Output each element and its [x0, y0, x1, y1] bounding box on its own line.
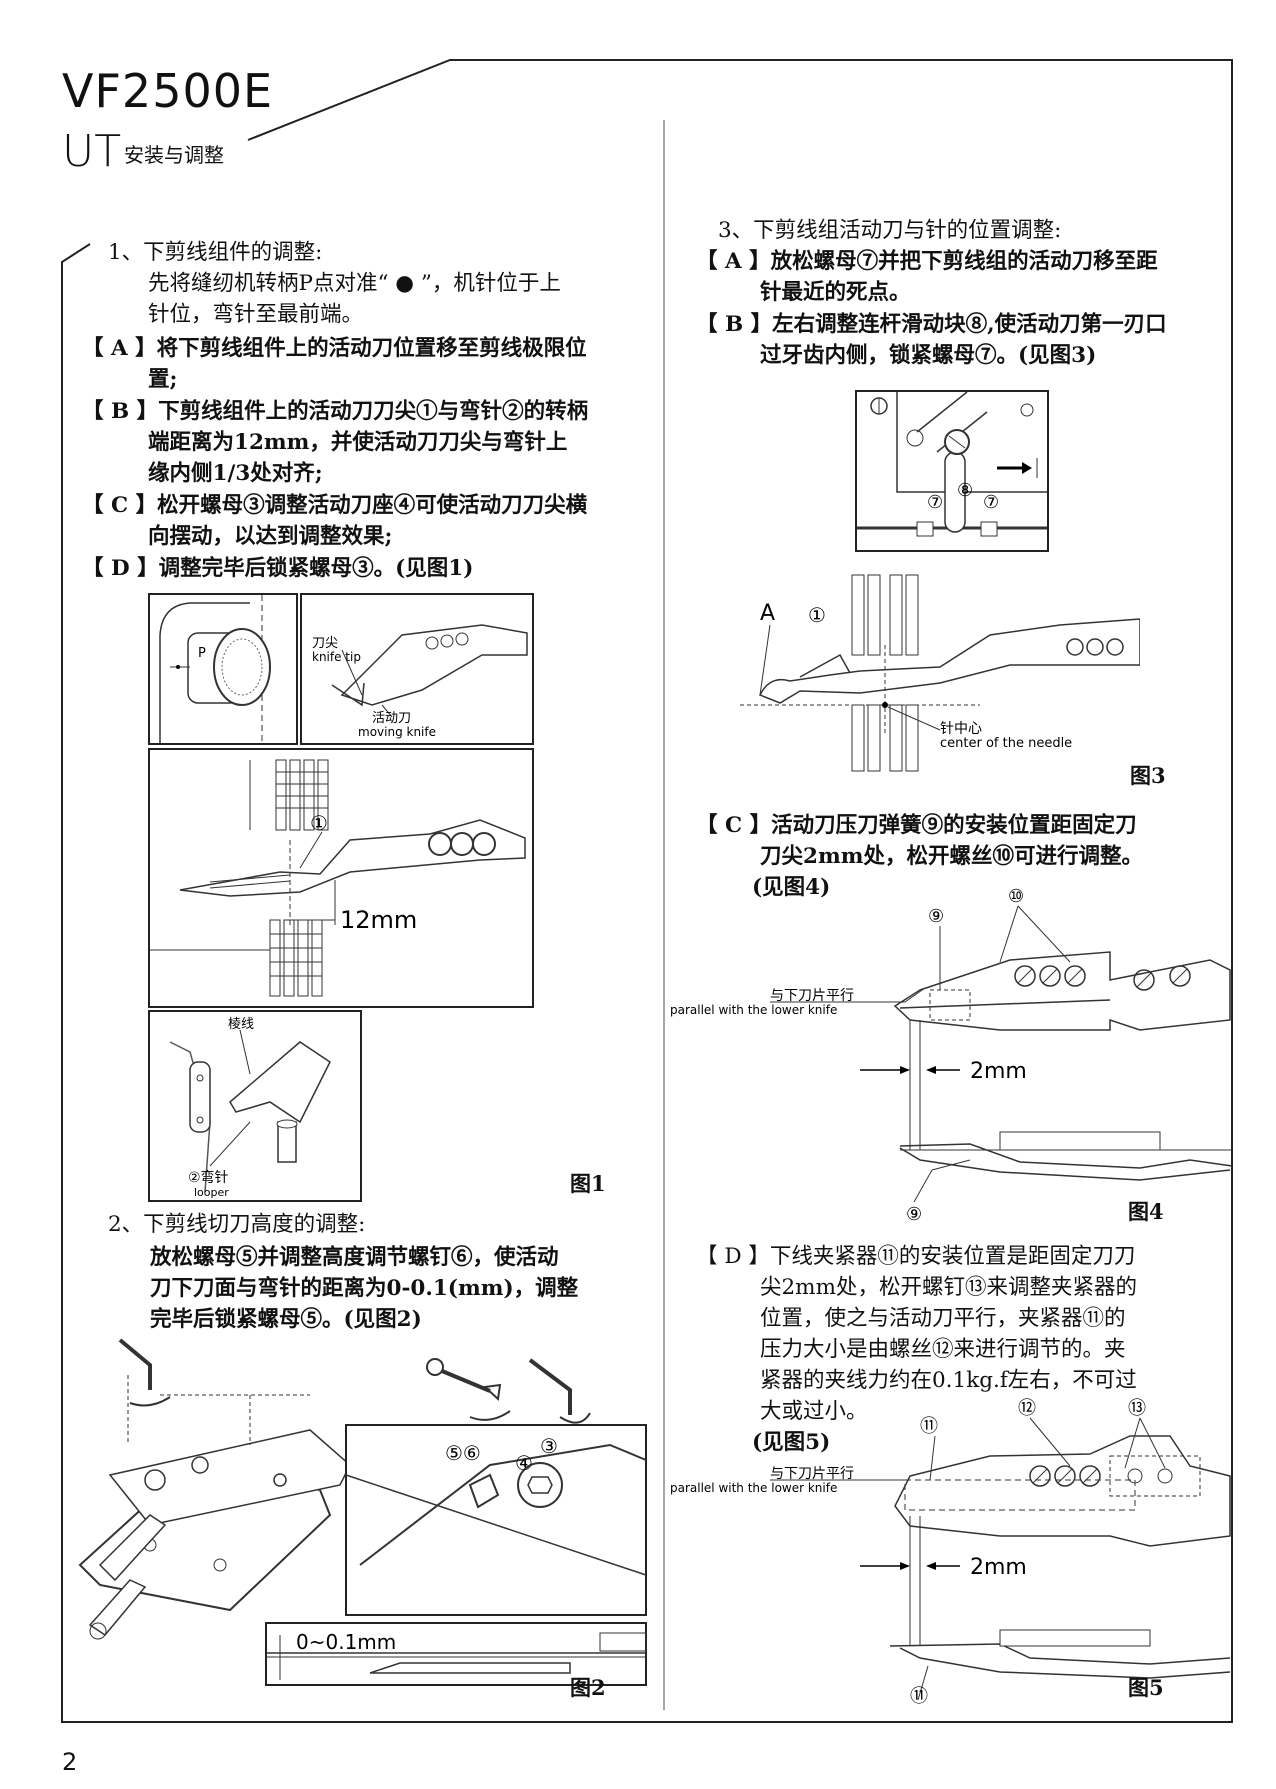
knife-tip-en: knife tip [312, 650, 361, 664]
s1-B1: 【 B 】下剪线组件上的活动刀刀尖①与弯针②的转柄 [82, 399, 589, 424]
fig1-callout-1: ① [310, 811, 328, 835]
looper-label: ②弯针 [188, 1169, 229, 1186]
handwheel-drawing: P [159, 595, 271, 743]
fig4-callout-9b: ⑨ [906, 1204, 922, 1225]
moving-knife-cn: 活动刀 [372, 711, 411, 726]
fig2-callout-56: ⑤⑥ [445, 1441, 481, 1465]
sD-l4: 压力大小是由螺丝⑫来进行调节的。夹 [760, 1337, 1126, 1362]
fig5-callout-12: ⑫ [1018, 1398, 1036, 1419]
fig1-distance-panel: ① 12mm [148, 748, 534, 1008]
s1-A1: 【 A 】将下剪线组件上的活动刀位置移至剪线极限位 [82, 336, 587, 361]
sD-l7: (见图5) [752, 1430, 831, 1455]
s1-B2: 端距离为12mm，并使活动刀刀尖与弯针上 [148, 430, 568, 455]
fig5-parallel-en: parallel with the lower knife [670, 1481, 837, 1495]
fig4-parallel-en: parallel with the lower knife [670, 1003, 837, 1017]
needle-center-en: center of the needle [940, 736, 1072, 751]
fig3-callout-7a: ⑦ [927, 492, 943, 513]
s2-l2: 刀下刀面与弯针的距离为0-0.1(mm)，调整 [150, 1276, 579, 1301]
p-point-label: P [198, 646, 206, 661]
fig2-drawing: ⑤⑥ ④ ③ 0~0.1mm [78, 1338, 647, 1686]
page-number: 2 [62, 1748, 78, 1776]
s1-intro1: 先将缝纫机转柄P点对准“ ● ”，机针位于上 [148, 271, 561, 296]
s1-C2: 向摆动，以达到调整效果; [148, 524, 393, 549]
fig4-callout-10: ⑩ [1008, 886, 1024, 907]
sC-l3: (见图4) [752, 875, 831, 900]
fig4-drawing: ⑩ ⑨ 与下刀片平行 parallel with the lower knife… [670, 886, 1232, 1225]
s3-A1: 【 A 】放松螺母⑦并把下剪线组的活动刀移至距 [696, 249, 1158, 274]
section-subtitle: 安装与调整 [124, 143, 224, 167]
fig3-label: 图3 [1130, 763, 1166, 788]
model-title: VF2500E [62, 64, 274, 118]
s1-D1: 【 D 】调整完毕后锁紧螺母③。(见图1) [82, 556, 474, 581]
fig4-label: 图4 [1128, 1199, 1164, 1224]
fig4-parallel-cn: 与下刀片平行 [770, 988, 854, 1004]
fig1-looper-panel: 棱线 ②弯针 looper [148, 1010, 362, 1202]
fig3-callout-8: ⑧ [957, 480, 973, 501]
sD-l5: 紧器的夹线力约在0.1kg.f左右，不可过 [760, 1368, 1137, 1393]
sD-l2: 尖2mm处，松开螺钉⑬来调整夹紧器的 [760, 1275, 1137, 1300]
fig5-label: 图5 [1128, 1675, 1164, 1700]
seam-label: 棱线 [228, 1016, 254, 1032]
sD-l6: 大或过小。 [760, 1399, 868, 1424]
fig3-label-a: A [760, 601, 775, 626]
fig5-parallel-cn: 与下刀片平行 [770, 1466, 854, 1482]
s3-B1: 【 B 】左右调整连杆滑动块⑧,使活动刀第一刃口 [696, 312, 1167, 337]
fig4-dim: 2mm [970, 1059, 1027, 1084]
fig2-callout-3: ③ [540, 1434, 558, 1458]
fig2-label: 图2 [570, 1675, 606, 1700]
s3-B2: 过牙齿内侧，锁紧螺母⑦。(见图3) [760, 343, 1097, 368]
fig5-dim: 2mm [970, 1555, 1027, 1580]
s2-l1: 放松螺母⑤并调整高度调节螺钉⑥，使活动 [150, 1245, 559, 1270]
sD-l1: 【 D 】下线夹紧器⑪的安装位置是距固定刀刀 [696, 1244, 1136, 1269]
fig5-callout-11b: ⑪ [910, 1686, 928, 1707]
sC-l1: 【 C 】活动刀压刀弹簧⑨的安装位置距固定刀 [696, 813, 1137, 838]
fig1-handwheel-panel: P [148, 593, 298, 745]
fig3-callout-1: ① [808, 603, 826, 627]
fig3-needle-drawing: A ① 针中心 center of the needle [740, 574, 1140, 772]
linkage-drawing: ⑦ ⑧ ⑦ [857, 392, 1047, 537]
fig1-knife-panel: 刀尖 knife tip 活动刀 moving knife [300, 593, 534, 745]
fig2-dim: 0~0.1mm [296, 1630, 396, 1654]
fig5-callout-13: ⑬ [1128, 1398, 1146, 1419]
s1-C1: 【 C 】松开螺母③调整活动刀座④可使活动刀刀尖横 [82, 493, 588, 518]
fig1-dim-12mm: 12mm [340, 906, 417, 934]
s2-title: 2、下剪线切刀高度的调整: [108, 1212, 366, 1237]
s3-A2: 针最近的死点。 [760, 280, 911, 305]
s1-B3: 缘内侧1/3处对齐; [148, 461, 323, 486]
fig5-drawing: ⑪ ⑫ ⑬ 与下刀片平行 parallel with the lower kni… [670, 1398, 1231, 1707]
needle-center-cn: 针中心 [940, 721, 982, 737]
moving-knife-en: moving knife [358, 725, 436, 739]
distance-drawing: ① 12mm [150, 759, 526, 997]
fig4-callout-9: ⑨ [928, 906, 944, 927]
s1-A2: 置; [148, 367, 178, 392]
sC-l2: 刀尖2mm处，松开螺丝⑩可进行调整。 [760, 844, 1143, 869]
fig2-callout-4: ④ [515, 1451, 533, 1475]
sD-l3: 位置，使之与活动刀平行，夹紧器⑪的 [760, 1306, 1126, 1331]
ut-title: UT [62, 126, 122, 177]
looper-en: looper [194, 1186, 229, 1199]
s2-l3: 完毕后锁紧螺母⑤。(见图2) [150, 1307, 422, 1332]
looper-drawing: 棱线 ②弯针 looper [169, 1016, 331, 1199]
knife-drawing: 刀尖 knife tip 活动刀 moving knife [312, 624, 528, 739]
fig5-callout-11: ⑪ [920, 1416, 938, 1437]
fig3-linkage-panel: ⑦ ⑧ ⑦ [855, 390, 1049, 552]
fig3-callout-7b: ⑦ [983, 492, 999, 513]
s1-title: 1、下剪线组件的调整: [108, 240, 323, 265]
s1-intro2: 针位，弯针至最前端。 [148, 302, 364, 327]
fig1-label: 图1 [570, 1171, 606, 1196]
s3-title: 3、下剪线组活动刀与针的位置调整: [718, 218, 1062, 243]
knife-tip-cn: 刀尖 [312, 636, 338, 651]
